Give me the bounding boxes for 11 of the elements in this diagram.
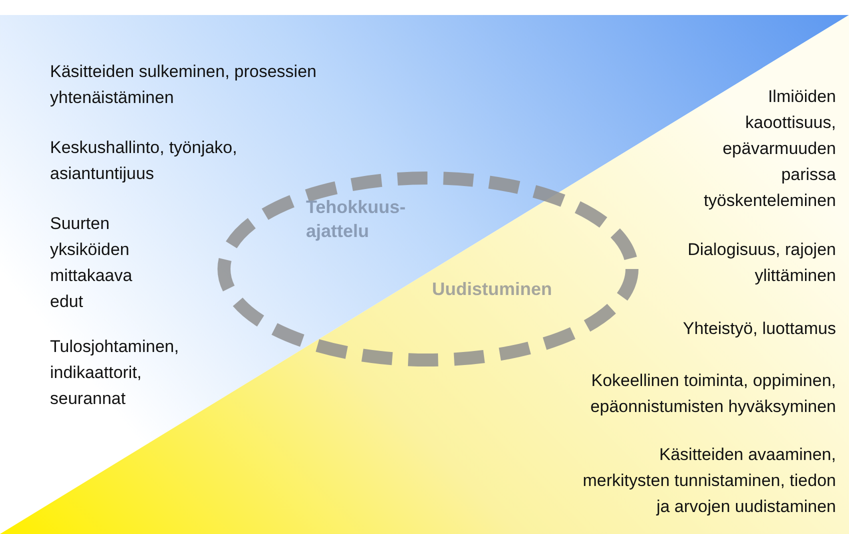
statement-text: Käsitteiden sulkeminen, prosessien yhtenäistäminen xyxy=(50,61,318,109)
statement-text: Suurten yksiköiden mittakaava edut xyxy=(50,213,134,313)
statement-text: Yhteistyö, luottamus xyxy=(682,318,836,340)
statement-text: Käsitteiden avaaminen, merkitysten tunnistaminen, tiedon ja arvojen uudistaminen xyxy=(582,444,836,518)
statement-text: Keskushallinto, työnjako, asiantuntijuus xyxy=(50,137,238,185)
statement-text: Dialogisuus, rajojen ylittäminen xyxy=(686,239,836,287)
statement-text: Tulosjohtaminen, indikaattorit, seurannat xyxy=(50,336,180,410)
node-label: Tehokkuus-ajattelu xyxy=(306,196,407,243)
statement-text: Kokeellinen toiminta, oppiminen, epäonnistumisten hyväksyminen xyxy=(589,370,836,418)
node-label: Uudistuminen xyxy=(432,278,553,301)
statement-text: Ilmiöiden kaoottisuus, epävarmuuden parissa työskenteleminen xyxy=(702,86,836,212)
